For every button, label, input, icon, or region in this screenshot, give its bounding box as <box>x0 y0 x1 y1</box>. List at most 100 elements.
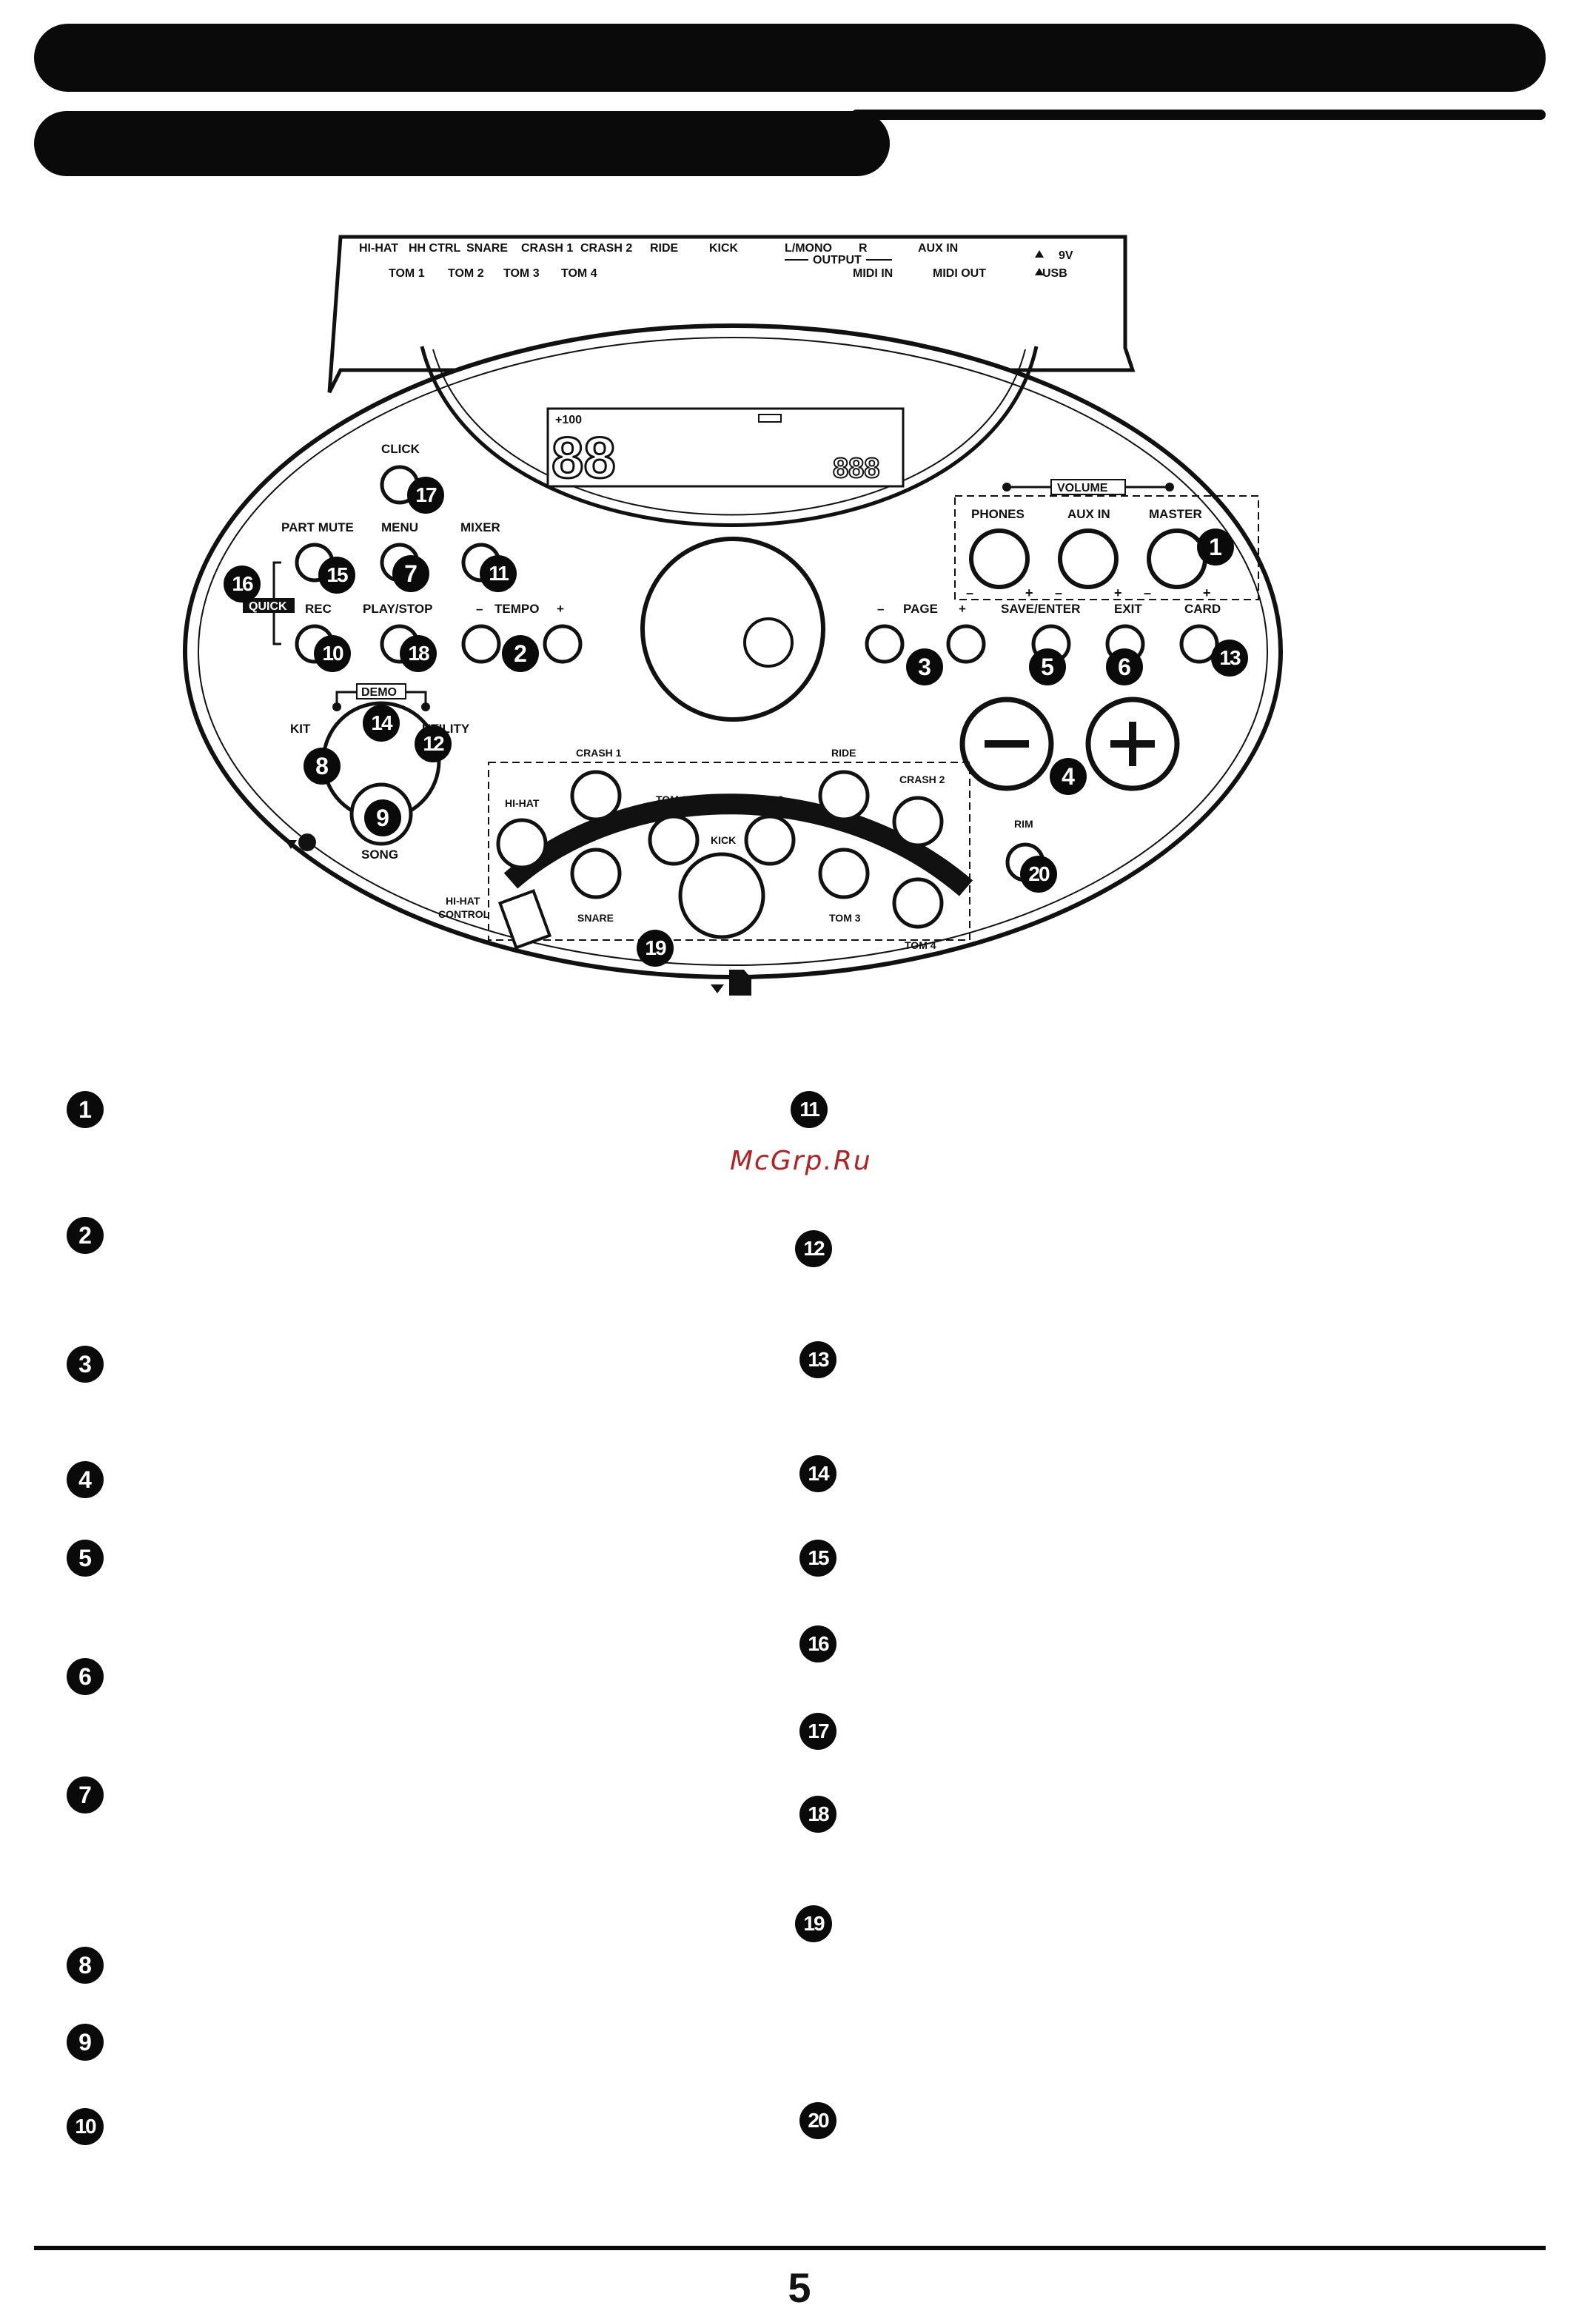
arrow-up-icon <box>1035 250 1044 258</box>
arrow-up-icon <box>1035 268 1044 275</box>
legend-marker: 16 <box>799 1625 836 1662</box>
lcd-small-digits: 888 <box>833 453 879 484</box>
pad-tom3 <box>818 848 870 899</box>
page-minus-label: – <box>877 602 884 616</box>
jack-label: HI-HAT <box>359 242 398 255</box>
click-label: CLICK <box>381 442 420 456</box>
kit-label: KIT <box>290 722 311 736</box>
card-slot-icon <box>729 970 751 996</box>
marker-10: 10 <box>314 635 351 672</box>
legend-marker: 4 <box>67 1461 104 1498</box>
card-slot-arrow-icon <box>711 984 724 993</box>
page-plus-button <box>946 624 986 664</box>
marker-14: 14 <box>363 705 400 742</box>
tempo-minus-label: – <box>476 602 483 616</box>
lcd-big-digits: 88 <box>551 425 616 490</box>
lcd-top-text: +100 <box>555 414 582 426</box>
legend-marker: 19 <box>795 1905 832 1942</box>
jack-label: RIDE <box>650 242 679 255</box>
drum-kit-arc <box>503 793 973 896</box>
knob-max-label: + <box>1025 585 1033 600</box>
phones-label: PHONES <box>971 507 1025 521</box>
pad-label: CRASH 1 <box>576 747 622 759</box>
legend-marker: 7 <box>67 1776 104 1813</box>
jog-wheel <box>640 537 825 722</box>
pad-label: HI-HAT <box>505 797 540 809</box>
marker-5: 5 <box>1029 648 1066 685</box>
knob-min-label: – <box>1055 585 1062 600</box>
display-arch <box>420 346 1039 527</box>
page-plus-label: + <box>959 602 966 616</box>
page-minus-button <box>865 624 905 664</box>
pad-label: TOM 2 <box>752 793 784 805</box>
marker-1: 1 <box>1197 529 1234 566</box>
header-bar <box>34 24 1546 92</box>
pad-crash2 <box>892 796 944 848</box>
marker-17: 17 <box>407 477 444 514</box>
master-knob <box>1147 529 1207 589</box>
jack-label: TOM 1 <box>389 267 425 280</box>
marker-6: 6 <box>1106 648 1143 685</box>
marker-16: 16 <box>224 566 261 603</box>
marker-19: 19 <box>637 930 674 967</box>
marker-20: 20 <box>1020 856 1057 893</box>
pad-label: TOM 3 <box>829 912 861 924</box>
legend-marker: 12 <box>795 1230 832 1267</box>
legend-marker: 5 <box>67 1540 104 1577</box>
pad-snare <box>570 848 622 899</box>
jack-label: TOM 3 <box>503 267 540 280</box>
pad-label: RIDE <box>831 747 856 759</box>
marker-8: 8 <box>304 748 341 785</box>
legend-marker: 14 <box>799 1455 836 1492</box>
marker-4: 4 <box>1050 758 1087 795</box>
jack-label: AUX IN <box>918 242 958 255</box>
menu-label: MENU <box>381 520 418 534</box>
pad-crash1 <box>570 770 622 822</box>
tempo-plus-button <box>543 624 583 664</box>
jack-label: MIDI OUT <box>933 267 986 280</box>
legend-marker: 2 <box>67 1217 104 1254</box>
jack-label: CRASH 2 <box>580 242 632 255</box>
jack-label: L/MONO <box>785 242 832 255</box>
legend-marker: 13 <box>799 1341 836 1378</box>
pad-kick <box>678 852 765 939</box>
subheader-rule <box>851 110 1546 120</box>
volume-label: VOLUME <box>1057 482 1108 494</box>
knob-min-label: – <box>966 585 973 600</box>
legend-marker: 15 <box>799 1540 836 1577</box>
knob-max-label: + <box>1203 585 1211 600</box>
card-label: CARD <box>1184 602 1221 616</box>
pad-label: KICK <box>711 834 736 846</box>
exit-label: EXIT <box>1114 602 1142 616</box>
jack-label: MIDI IN <box>853 267 893 280</box>
hihat-control-pad <box>497 889 552 950</box>
pad-hihat <box>496 818 548 870</box>
quick-badge <box>243 598 295 613</box>
jack-label: HH CTRL <box>409 242 460 255</box>
power-label: 9V <box>1059 249 1073 262</box>
marker-2: 2 <box>502 635 539 672</box>
jack-label: SNARE <box>466 242 508 255</box>
lcd-display <box>546 407 905 488</box>
rec-label: REC <box>305 602 332 616</box>
jack-label: TOM 4 <box>561 267 597 280</box>
jack-label: CRASH 1 <box>521 242 573 255</box>
pad-tom2 <box>744 814 796 866</box>
volume-section <box>954 495 1259 600</box>
master-label: MASTER <box>1149 507 1202 521</box>
headphone-arrow-icon <box>285 840 297 849</box>
phones-knob <box>969 529 1030 589</box>
pad-area <box>488 762 970 941</box>
page-number: 5 <box>788 2264 811 2311</box>
usb-label: USB <box>1042 267 1067 280</box>
drum-module-diagram: HI-HAT HH CTRL SNARE CRASH 1 CRASH 2 RID… <box>183 235 1283 996</box>
legend-marker: 18 <box>799 1796 836 1833</box>
jack-label: KICK <box>709 242 739 255</box>
knob-max-label: + <box>1114 585 1122 600</box>
song-label: SONG <box>361 848 398 862</box>
legend-marker: 11 <box>791 1091 828 1128</box>
watermark: McGrp.Ru <box>730 1146 872 1176</box>
pad-ride <box>818 770 870 822</box>
aux-in-label: AUX IN <box>1067 507 1110 521</box>
rim-label: RIM <box>1014 818 1033 830</box>
